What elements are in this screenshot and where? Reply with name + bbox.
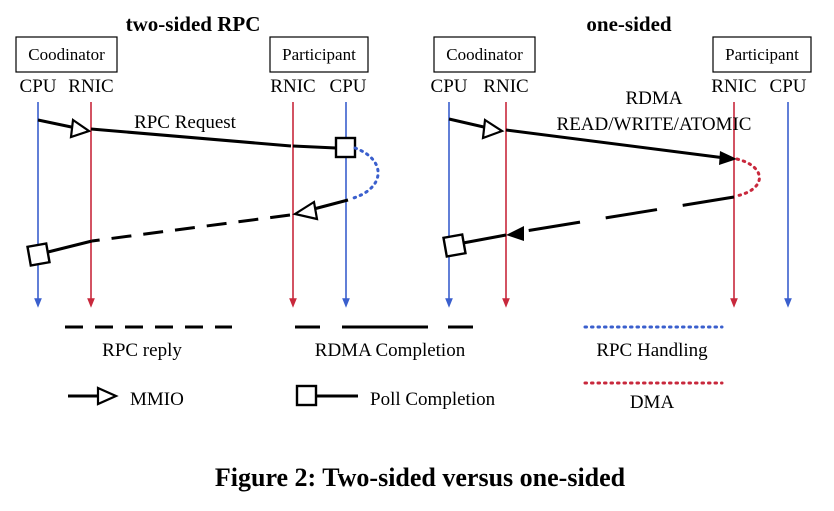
- right-participant-box: Participant: [712, 36, 812, 73]
- left-coordinator-box: Coodinator: [15, 36, 118, 73]
- right-mmio-line: [448, 117, 489, 130]
- right-coord-poll-line: [462, 233, 507, 245]
- legend-rpc-reply-label: RPC reply: [102, 340, 182, 361]
- legend-dma-label: DMA: [630, 392, 675, 413]
- legend-rpc-handling-label: RPC Handling: [596, 340, 708, 361]
- legend-mmio-label: MMIO: [130, 389, 184, 410]
- lane-label-left-coord-rnic: RNIC: [68, 76, 113, 97]
- legend-mmio-swatch: [68, 386, 119, 406]
- left-coord-poll-line: [47, 239, 93, 254]
- right-dma-curve: [734, 157, 761, 198]
- lane-label-left-part-cpu: CPU: [330, 76, 367, 97]
- right-mmio-arrowhead: [481, 118, 505, 140]
- right-participant-label: Participant: [725, 45, 799, 64]
- left-rpc-reply-line: [91, 213, 291, 243]
- right-rdma-completion-line: [506, 195, 735, 236]
- left-participant-poll-line: [292, 144, 337, 150]
- rdma-label-line1: RDMA: [625, 88, 682, 109]
- rpc-request-label: RPC Request: [134, 112, 237, 133]
- right-rdma-request-arrowhead: [719, 151, 737, 165]
- right-coord-poll-square: [442, 233, 467, 258]
- right-title: one-sided: [586, 12, 672, 36]
- left-rpc-request-line: [90, 127, 292, 148]
- legend-poll-completion-label: Poll Completion: [370, 389, 496, 410]
- left-participant-box: Participant: [269, 36, 369, 73]
- lane-label-right-part-cpu: CPU: [770, 76, 807, 97]
- left-reply-mmio-arrowhead: [292, 200, 319, 221]
- lane-label-left-coord-cpu: CPU: [20, 76, 57, 97]
- left-participant-label: Participant: [282, 45, 356, 64]
- lane-label-left-part-rnic: RNIC: [270, 76, 315, 97]
- right-coordinator-box: Coodinator: [433, 36, 536, 73]
- figure-caption: Figure 2: Two-sided versus one-sided: [215, 463, 626, 492]
- left-title: two-sided RPC: [126, 12, 261, 36]
- lane-label-right-coord-cpu: CPU: [431, 76, 468, 97]
- left-rpc-handling-curve: [348, 146, 380, 201]
- rdma-label-line2: READ/WRITE/ATOMIC: [557, 114, 752, 135]
- lane-label-right-part-rnic: RNIC: [711, 76, 756, 97]
- right-rdma-request-line: [505, 128, 726, 160]
- lane-label-right-coord-rnic: RNIC: [483, 76, 528, 97]
- right-rdma-completion-arrowhead: [506, 226, 524, 241]
- left-participant-poll-square: [334, 136, 357, 159]
- left-coord-poll-square: [26, 242, 51, 267]
- left-coordinator-label: Coodinator: [28, 45, 105, 64]
- right-coordinator-label: Coodinator: [446, 45, 523, 64]
- left-reply-mmio-line: [309, 198, 349, 212]
- left-mmio-line: [37, 118, 77, 130]
- legend-poll-completion-swatch: [295, 384, 358, 407]
- legend-rdma-completion-label: RDMA Completion: [315, 340, 466, 361]
- left-mmio-arrowhead: [69, 118, 92, 139]
